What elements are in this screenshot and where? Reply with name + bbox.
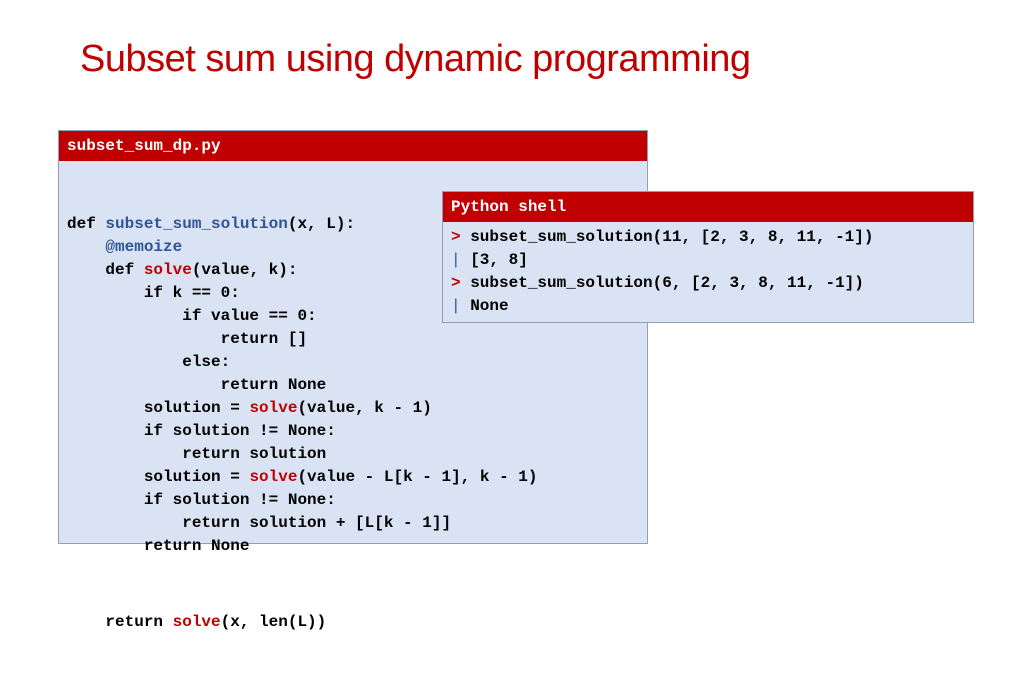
code-token: solution =: [143, 399, 250, 417]
shell-text: subset_sum_solution(11, [2, 3, 8, 11, -1…: [470, 228, 874, 246]
code-token: (x, len(L)): [220, 613, 327, 631]
code-token: (value, k):: [191, 261, 298, 279]
shell-input-line: > subset_sum_solution(11, [2, 3, 8, 11, …: [451, 226, 965, 249]
editor-lines: def subset_sum_solution(x, L): @memoize …: [67, 213, 639, 558]
shell-title: Python shell: [443, 192, 973, 222]
code-token: if value == 0:: [182, 307, 317, 325]
prompt-marker: >: [451, 274, 471, 292]
function-name-token: subset_sum_solution: [105, 215, 288, 233]
code-line: solution = solve(value, k - 1): [67, 397, 639, 420]
code-line: return solution: [67, 443, 639, 466]
editor-code[interactable]: def subset_sum_solution(x, L): @memoize …: [59, 161, 647, 680]
code-line: return solution + [L[k - 1]]: [67, 512, 639, 535]
prompt-marker: >: [451, 228, 471, 246]
code-token: if solution != None:: [143, 491, 336, 509]
shell-text: subset_sum_solution(6, [2, 3, 8, 11, -1]…: [470, 274, 864, 292]
code-line: return solve(x, len(L)): [67, 611, 639, 634]
code-token: solution =: [143, 468, 250, 486]
python-shell-panel: Python shell > subset_sum_solution(11, […: [442, 191, 974, 323]
code-token: return None: [143, 537, 250, 555]
output-marker: |: [451, 251, 471, 269]
code-line: def solve(value, k):: [67, 259, 639, 282]
code-line: if solution != None:: [67, 489, 639, 512]
code-token: (value, k - 1): [297, 399, 432, 417]
code-line: def subset_sum_solution(x, L):: [67, 213, 639, 236]
function-call-token: solve: [172, 613, 221, 631]
shell-text: None: [470, 297, 509, 315]
function-call-token: solve: [143, 261, 192, 279]
code-token: def: [67, 215, 106, 233]
shell-output-line: | [3, 8]: [451, 249, 965, 272]
editor-final-line: return solve(x, len(L)): [67, 611, 639, 634]
code-line: if solution != None:: [67, 420, 639, 443]
shell-output[interactable]: > subset_sum_solution(11, [2, 3, 8, 11, …: [443, 222, 973, 318]
code-line: solution = solve(value - L[k - 1], k - 1…: [67, 466, 639, 489]
code-line: @memoize: [67, 236, 639, 259]
code-line: return []: [67, 328, 639, 351]
code-line: return None: [67, 535, 639, 558]
shell-output-line: | None: [451, 295, 965, 318]
code-line: return None: [67, 374, 639, 397]
function-name-token: @memoize: [105, 238, 183, 256]
code-token: if solution != None:: [143, 422, 336, 440]
code-token: return solution: [182, 445, 327, 463]
shell-input-line: > subset_sum_solution(6, [2, 3, 8, 11, -…: [451, 272, 965, 295]
code-line: else:: [67, 351, 639, 374]
shell-text: [3, 8]: [470, 251, 528, 269]
code-token: return solution + [L[k - 1]]: [182, 514, 452, 532]
slide-title: Subset sum using dynamic programming: [80, 38, 751, 80]
code-token: (value - L[k - 1], k - 1): [297, 468, 538, 486]
code-token: else:: [182, 353, 231, 371]
output-marker: |: [451, 297, 471, 315]
code-token: return: [105, 613, 173, 631]
code-token: def: [105, 261, 144, 279]
code-token: if k == 0:: [143, 284, 240, 302]
code-line: if value == 0:: [67, 305, 639, 328]
code-token: return []: [220, 330, 308, 348]
code-token: (x, L):: [287, 215, 356, 233]
function-call-token: solve: [249, 399, 298, 417]
editor-filename: subset_sum_dp.py: [59, 131, 647, 161]
code-line: if k == 0:: [67, 282, 639, 305]
function-call-token: solve: [249, 468, 298, 486]
code-token: return None: [220, 376, 327, 394]
